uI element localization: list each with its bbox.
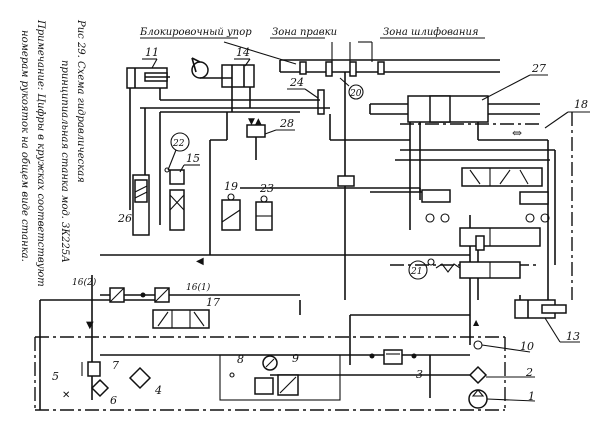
valve-28 bbox=[246, 124, 266, 160]
caption-note: Примечание: Цифры в кружках соответствую… bbox=[35, 19, 46, 287]
label-3: 3 bbox=[416, 368, 423, 381]
junction-dot bbox=[369, 353, 375, 359]
label-6: 6 bbox=[110, 394, 117, 407]
table-cylinder-27 bbox=[369, 95, 540, 123]
label-c20: 20 bbox=[349, 89, 362, 99]
junction-dot bbox=[411, 353, 417, 359]
check-valve-5-icon: ✕ bbox=[62, 390, 70, 401]
label-4: 4 bbox=[154, 384, 162, 397]
valve-17 bbox=[152, 309, 210, 329]
flow-arrow-up-icon: ▲ bbox=[473, 318, 480, 327]
cylinder-11 bbox=[126, 67, 170, 89]
filter-2 bbox=[468, 365, 488, 385]
stop-dog bbox=[299, 61, 307, 75]
handle-marker-21 bbox=[408, 260, 428, 280]
valve-21 bbox=[427, 258, 521, 279]
handle-pivot bbox=[164, 167, 170, 173]
pump-arrow-icon bbox=[471, 389, 485, 397]
cylinder-14 bbox=[200, 64, 255, 88]
filter-6 bbox=[90, 378, 110, 398]
table-rail bbox=[223, 41, 500, 77]
header-dressing-zone: Зона правки bbox=[272, 27, 337, 38]
valve-3 bbox=[383, 349, 403, 365]
label-8: 8 bbox=[237, 353, 244, 366]
cylinder-13 bbox=[514, 299, 567, 319]
label-27: 27 bbox=[531, 62, 546, 75]
valve-23 bbox=[255, 195, 273, 231]
header-grinding-zone: Зона шлифования bbox=[383, 27, 479, 38]
reversing-valve bbox=[421, 167, 549, 205]
caption-title-line2: принципиальная станка мод. 3К225А bbox=[59, 60, 70, 263]
label-5: 5 bbox=[52, 370, 59, 383]
valve-26 bbox=[132, 174, 150, 236]
stop-dog bbox=[349, 61, 357, 77]
pilot-valve bbox=[459, 227, 541, 251]
figure-caption: Рис 29. Схема гидравлическая принципиаль… bbox=[19, 19, 86, 287]
label-2: 2 bbox=[525, 366, 533, 379]
label-10: 10 bbox=[520, 340, 534, 353]
pump-1 bbox=[468, 389, 488, 409]
check-valves bbox=[425, 213, 550, 223]
label-9: 9 bbox=[292, 352, 299, 365]
throttle-16-2 bbox=[109, 287, 125, 303]
label-24: 24 bbox=[289, 76, 304, 89]
filter-4 bbox=[128, 366, 152, 390]
label-17: 17 bbox=[206, 296, 220, 309]
junction-dot bbox=[140, 292, 146, 298]
valve-24 bbox=[317, 89, 325, 115]
label-c22: 22 bbox=[172, 139, 185, 149]
caption-title: Рис 29. Схема гидравлическая bbox=[75, 19, 86, 183]
check-valve-10 bbox=[473, 340, 483, 350]
valve-19 bbox=[221, 193, 241, 231]
label-18: 18 bbox=[574, 98, 588, 111]
stop-dog bbox=[325, 61, 333, 77]
throttle-arrows-icon: ⇔ bbox=[512, 126, 522, 140]
stop-dog bbox=[377, 61, 385, 75]
label-c21: 21 bbox=[410, 267, 422, 277]
flow-arrow-icon: ◀ bbox=[196, 256, 204, 267]
valve-15 bbox=[169, 169, 185, 231]
label-15: 15 bbox=[186, 152, 200, 165]
label-16-2: 16(2) bbox=[72, 277, 97, 288]
label-19: 19 bbox=[224, 180, 238, 193]
cam-icon bbox=[191, 57, 209, 79]
label-7: 7 bbox=[112, 359, 119, 372]
throttle-16-1 bbox=[154, 287, 170, 303]
label-26: 26 bbox=[117, 212, 132, 225]
header-blocking-stop: Блокировочный упор bbox=[139, 27, 252, 38]
flow-arrow-down-icon: ▼ bbox=[86, 320, 94, 331]
caption-note-line2: номерам рукояток на общем виде станка. bbox=[19, 30, 30, 262]
label-14: 14 bbox=[236, 46, 250, 59]
label-13: 13 bbox=[566, 330, 580, 343]
label-11: 11 bbox=[145, 46, 159, 59]
handle-marker-20 bbox=[348, 84, 364, 100]
label-28: 28 bbox=[279, 117, 294, 130]
handle-marker-22 bbox=[170, 132, 190, 152]
valve-8-9-block bbox=[219, 354, 341, 401]
label-1: 1 bbox=[528, 390, 535, 403]
label-23: 23 bbox=[259, 182, 274, 195]
label-16-1: 16(1) bbox=[186, 282, 211, 293]
valve-7 bbox=[81, 361, 101, 377]
damper bbox=[337, 175, 355, 187]
valve-28-arrow-icon: ▼▲ bbox=[248, 117, 262, 127]
